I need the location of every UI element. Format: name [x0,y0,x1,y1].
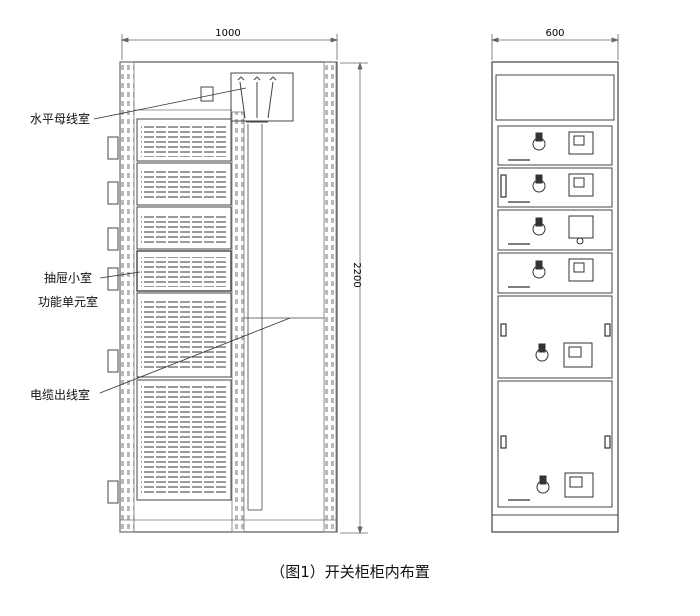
label-busbar-room: 水平母线室 [30,112,91,126]
height-dimension [340,61,368,535]
busbars [200,76,277,123]
front-width-label: 600 [545,28,564,39]
front-switches [532,131,594,498]
right-perforated-post [323,61,337,533]
drawer-units [136,118,232,501]
front-view: 600 [490,28,620,533]
front-top-panel [495,74,615,121]
left-perforated-post [119,61,135,533]
middle-perforated-post [231,111,245,533]
label-cable-outlet-room: 电缆出线室 [30,388,91,402]
front-width-dimension [490,34,620,60]
side-width-dimension [120,34,339,60]
side-view: 1000 2200 [107,28,368,535]
label-drawer-room: 抽屉小室 [44,271,93,285]
figure-caption: （图1）开关柜柜内布置 [270,563,430,581]
vertical-busbar [244,124,324,511]
front-drawer-doors [497,125,613,508]
busbar-compartment [230,72,294,122]
height-label: 2200 [351,262,362,287]
door-hinges [107,136,119,504]
leader-lines [93,87,291,394]
side-width-label: 1000 [215,28,240,39]
label-function-unit-room: 功能单元室 [38,295,99,309]
front-handles [500,159,611,501]
